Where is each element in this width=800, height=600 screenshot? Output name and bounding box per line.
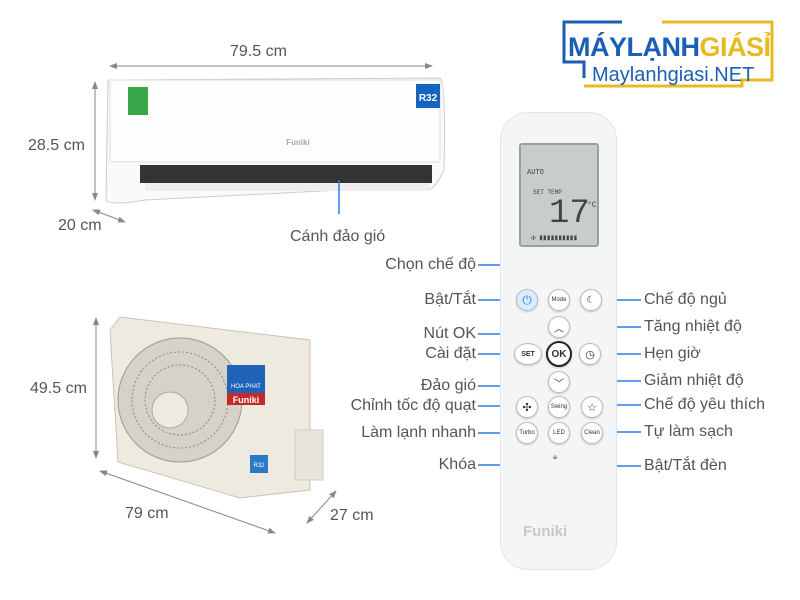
clean-button[interactable]: Clean <box>581 422 603 444</box>
label-temp-up: Tăng nhiệt độ <box>644 318 742 335</box>
label-swing: Đảo gió <box>420 377 476 394</box>
svg-text:R32: R32 <box>253 463 265 469</box>
timer-button[interactable]: ◷ <box>579 343 601 365</box>
remote-lcd: AUTO SET TEMP 17 °C ✣ ▮▮▮▮▮▮▮▮▮▮ <box>519 143 599 247</box>
power-icon: ⏻ <box>522 292 532 307</box>
indoor-height-label: 28.5 cm <box>28 137 85 154</box>
outdoor-height-label: 49.5 cm <box>30 380 87 397</box>
favorite-button[interactable]: ☆ <box>581 396 603 418</box>
outdoor-width-label: 79 cm <box>125 505 169 522</box>
outdoor-depth-label: 27 cm <box>330 507 374 524</box>
lcd-mode: AUTO <box>527 169 544 177</box>
label-turbo: Làm lạnh nhanh <box>361 424 476 441</box>
label-lock: Khóa <box>438 456 476 473</box>
svg-text:Funiki: Funiki <box>286 138 310 147</box>
fan-speed-bars: ✣ ▮▮▮▮▮▮▮▮▮▮ <box>531 234 578 243</box>
logo-text-primary: MÁYLẠNH <box>568 32 700 62</box>
swing-button[interactable]: Swing <box>548 396 570 418</box>
label-set: Cài đặt <box>425 345 476 362</box>
label-power: Bật/Tắt <box>424 291 476 308</box>
lock-icon: 🔒︎ <box>553 452 558 461</box>
fan-icon: ✣ <box>522 401 532 414</box>
label-favorite: Chế độ yêu thích <box>644 396 765 413</box>
led-button[interactable]: LED <box>548 422 570 444</box>
star-icon: ☆ <box>587 401 597 414</box>
remote-brand: Funiki <box>523 523 568 540</box>
chevron-down-icon: ﹀ <box>554 378 564 390</box>
ok-button[interactable]: OK <box>546 341 572 367</box>
logo-text-secondary: GIÁSỈ <box>699 32 772 62</box>
label-temp-down: Giảm nhiệt độ <box>644 372 744 389</box>
label-clean: Tự làm sạch <box>644 423 733 440</box>
svg-text:R32: R32 <box>419 93 438 104</box>
logo-domain: Maylanhgiasi.NET <box>592 64 755 86</box>
indoor-depth-label: 20 cm <box>58 217 102 234</box>
label-ok: Nút OK <box>423 325 476 342</box>
label-sleep: Chế độ ngủ <box>644 291 727 308</box>
label-led: Bật/Tắt đèn <box>644 457 727 474</box>
label-fan-speed: Chỉnh tốc độ quạt <box>350 397 476 414</box>
site-logo: MÁYLẠNHGIÁSỈ Maylanhgiasi.NET <box>562 20 777 90</box>
clock-icon: ◷ <box>585 348 595 361</box>
set-button[interactable]: SET <box>514 343 542 365</box>
svg-text:Funiki: Funiki <box>233 395 260 405</box>
indoor-width-label: 79.5 cm <box>230 43 287 60</box>
label-timer: Hẹn giờ <box>644 345 701 362</box>
sleep-button[interactable]: ☾ <box>580 289 602 311</box>
sleep-icon: ☾ <box>586 294 596 306</box>
indoor-unit-image: R32 Funiki <box>105 77 445 204</box>
outdoor-unit-image: HOA PHAT Funiki R32 <box>109 316 324 499</box>
mode-button[interactable]: Mode <box>548 289 570 311</box>
lcd-unit: °C <box>587 201 597 210</box>
chevron-up-icon: ︿ <box>554 323 564 335</box>
temp-down-button[interactable]: ﹀ <box>548 371 570 393</box>
label-mode-select: Chọn chế độ <box>385 256 476 273</box>
svg-text:HOA PHAT: HOA PHAT <box>231 384 261 390</box>
turbo-button[interactable]: Turbo <box>516 422 538 444</box>
louver-label: Cánh đảo gió <box>290 228 386 245</box>
lcd-set-label: SET TEMP <box>533 189 562 196</box>
lcd-temperature: 17 <box>549 195 590 233</box>
temp-up-button[interactable]: ︿ <box>548 316 570 338</box>
power-button[interactable]: ⏻ <box>516 289 538 311</box>
fan-speed-button[interactable]: ✣ <box>516 396 538 418</box>
